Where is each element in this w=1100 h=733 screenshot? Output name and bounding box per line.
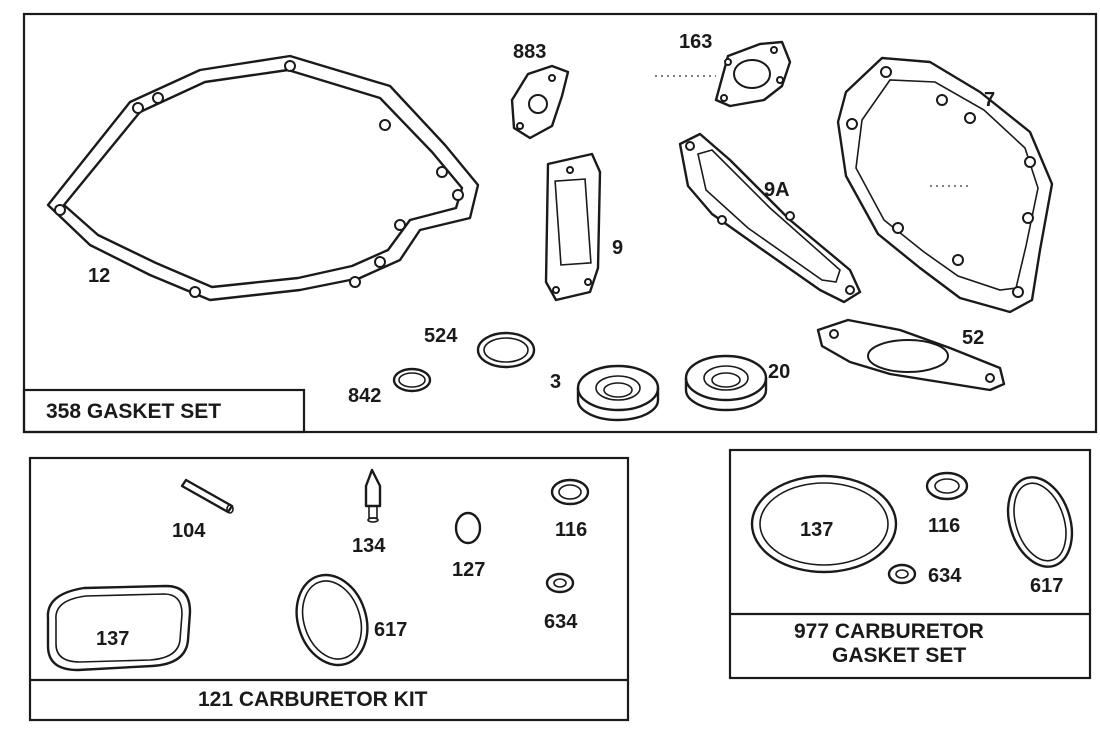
gasket-163 [655,40,792,108]
label-163: 163 [679,31,712,53]
label-137-kit: 137 [96,628,129,650]
washer-116 [550,478,590,506]
label-116-set: 116 [928,515,960,537]
label-116: 116 [555,519,587,541]
disc-127 [454,511,482,545]
label-883: 883 [513,41,546,63]
pin-104 [180,478,234,514]
label-9: 9 [612,237,623,259]
label-134: 134 [352,535,386,557]
carburetor-kit-frame [28,456,630,722]
gasket-set-frame [22,12,1098,434]
carburetor-gasket-set-frame [728,448,1092,680]
label-617-set: 617 [1030,575,1063,597]
label-9a: 9A [764,179,790,201]
label-842: 842 [348,385,381,407]
label-524: 524 [424,325,458,347]
head-gasket-7 [836,56,1054,314]
label-634: 634 [544,611,578,633]
label-52: 52 [962,327,984,349]
label-127: 127 [452,559,485,581]
ring-137-set [750,474,898,574]
oil-seal-3 [576,364,660,422]
label-20: 20 [768,361,790,383]
carburetor-gasket-set-panel: 977 CARBURETOR GASKET SET 137 116 634 61… [728,448,1092,680]
oil-seal-20 [684,354,768,412]
washer-634 [545,572,575,594]
gasket-set-panel: 358 GASKET SET 12 883 [22,12,1098,434]
carburetor-gasket-set-title-2: GASKET SET [832,644,966,667]
washer-116-set [925,471,969,501]
crankcase-gasket-12 [46,54,480,302]
label-634-set: 634 [928,565,962,587]
ring-617-set [1006,476,1074,568]
gasket-set-title: 358 GASKET SET [46,400,221,423]
oring-524 [476,331,536,369]
label-3: 3 [550,371,561,393]
gasket-9a [678,132,862,304]
carburetor-kit-panel: 121 CARBURETOR KIT 104 134 127 116 [28,456,630,722]
gasket-883 [510,64,570,140]
label-137-set: 137 [800,519,833,541]
carburetor-kit-title: 121 CARBURETOR KIT [198,688,428,711]
oring-842 [392,367,432,393]
label-104: 104 [172,520,206,542]
carburetor-gasket-set-title-1: 977 CARBURETOR [794,620,984,643]
label-7: 7 [984,89,995,111]
needle-134 [364,468,382,523]
gasket-9 [544,152,602,302]
gasket-set-title-box [22,388,306,434]
gasket-52 [816,318,1006,392]
ring-617 [295,573,369,667]
washer-634-set [887,563,917,585]
ring-137 [46,584,192,672]
label-12: 12 [88,265,110,287]
label-617-kit: 617 [374,619,407,641]
